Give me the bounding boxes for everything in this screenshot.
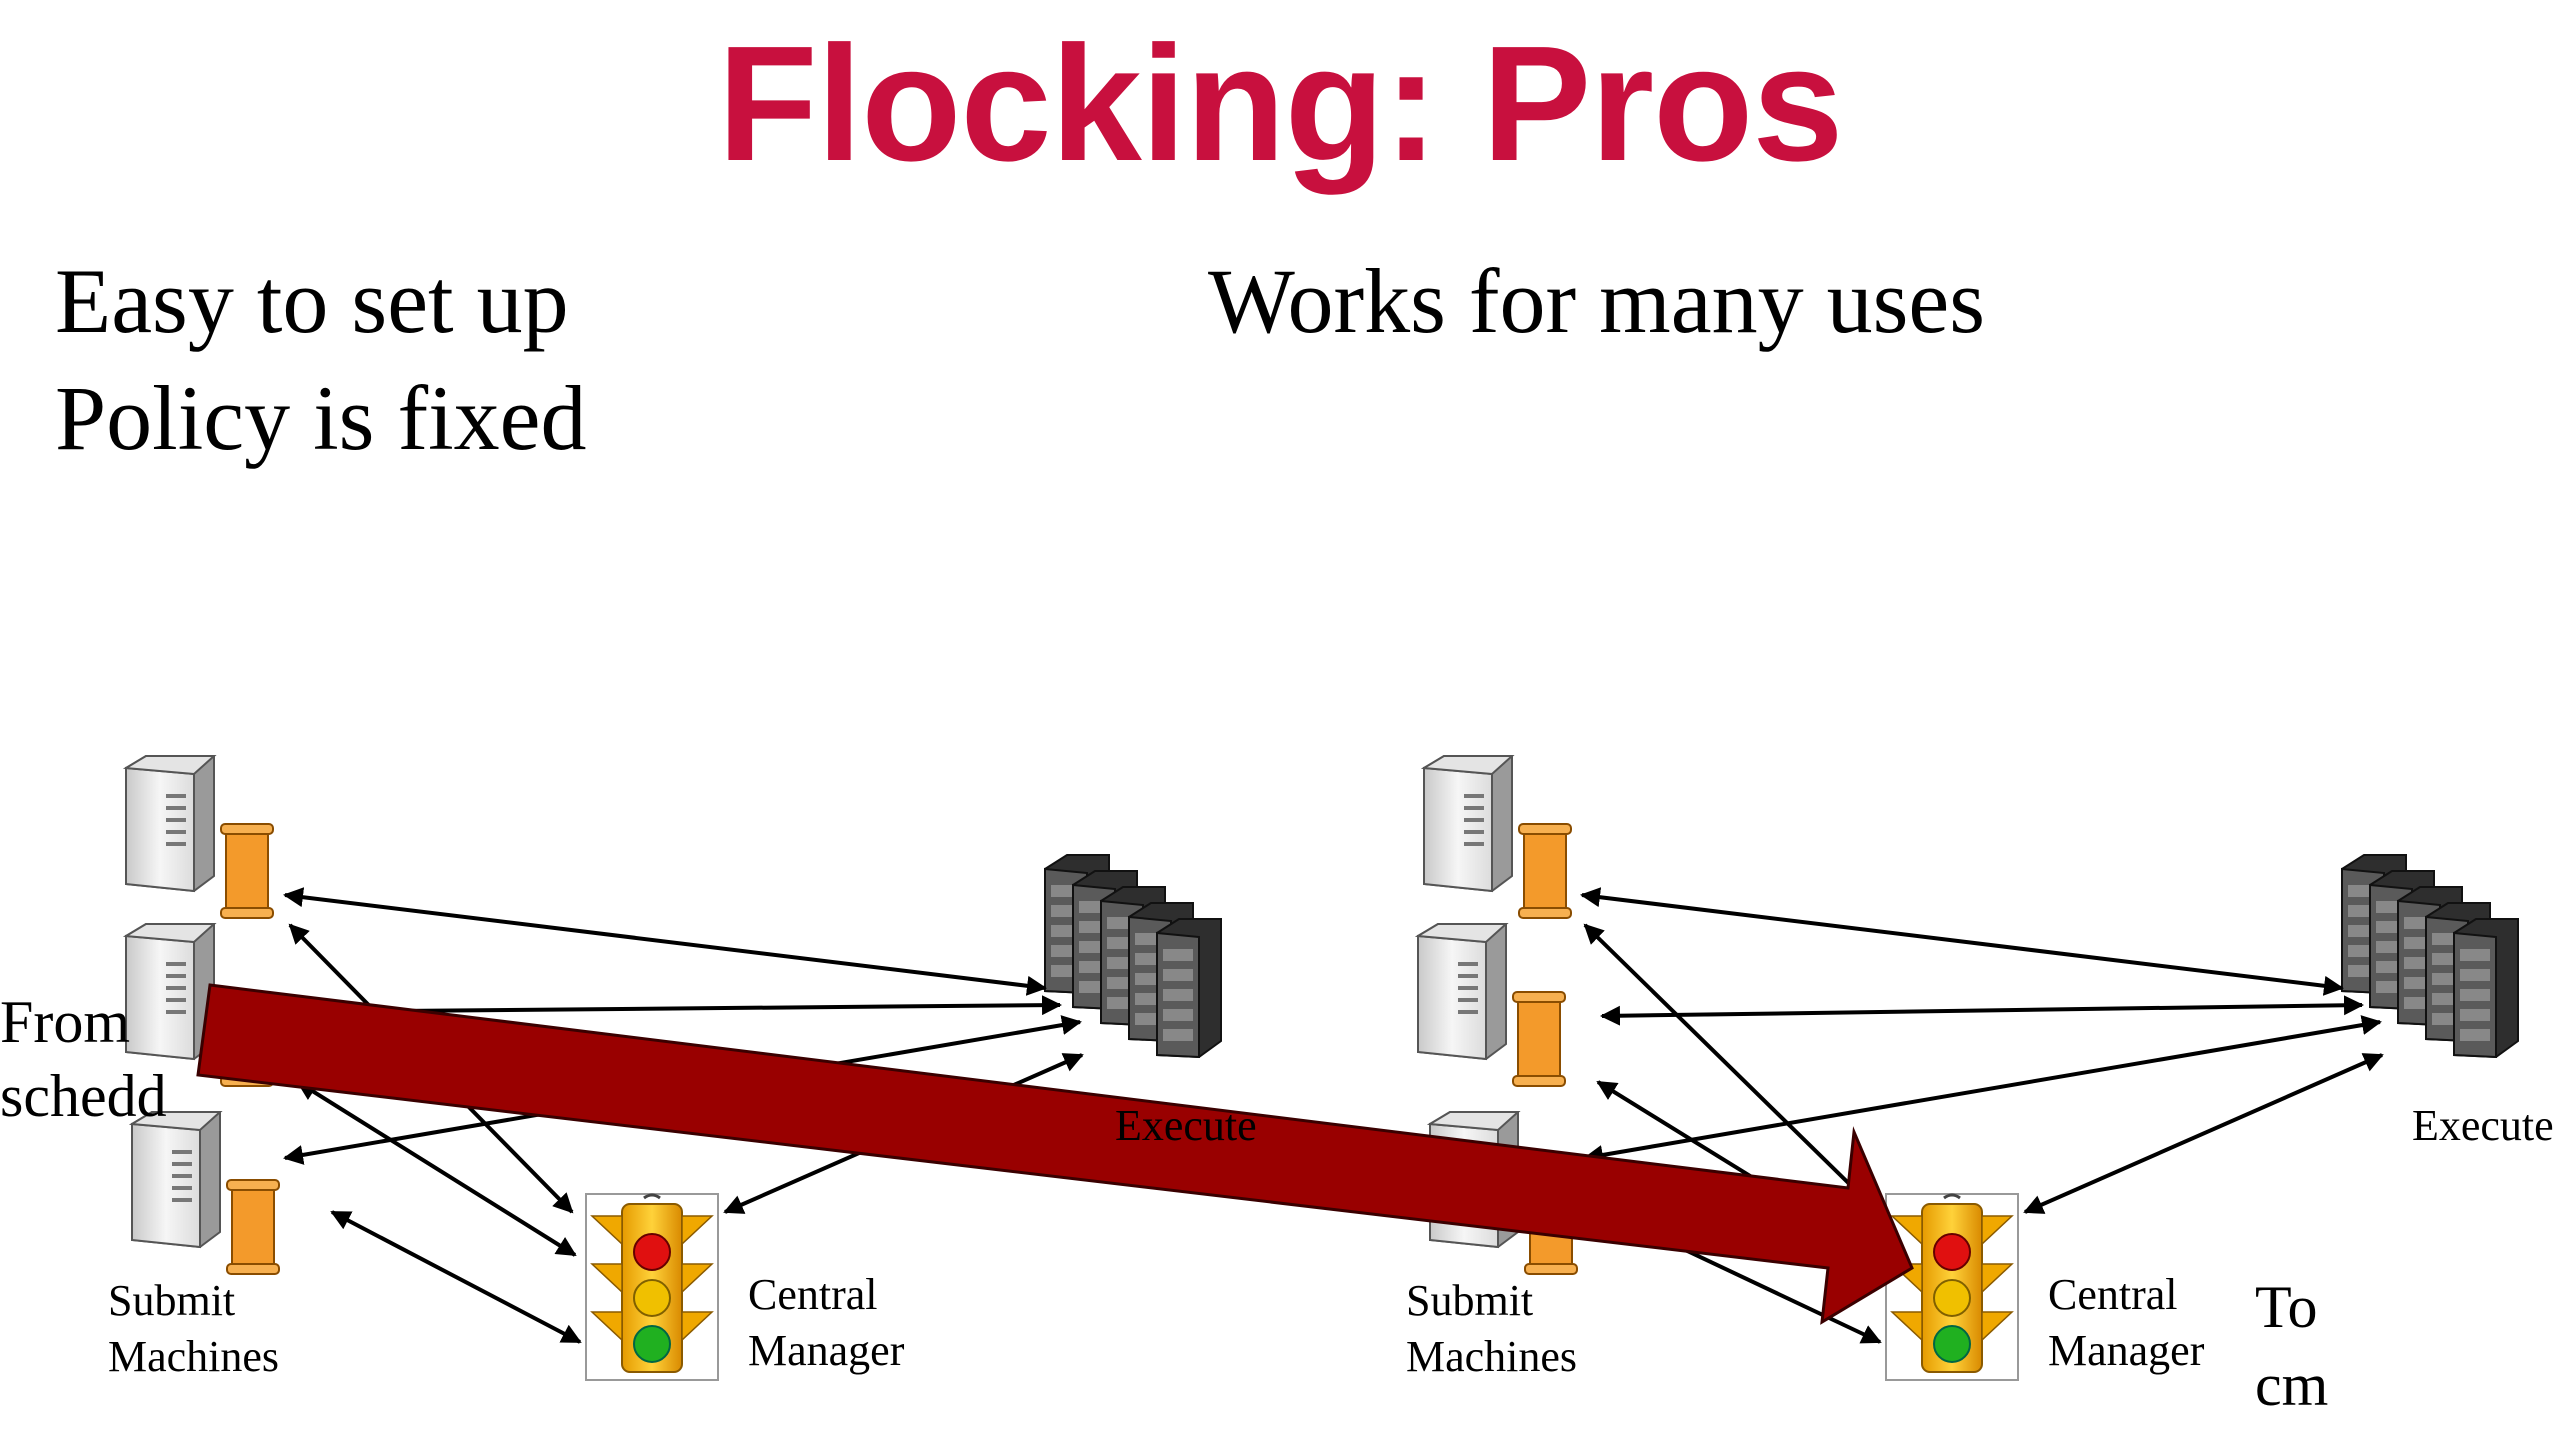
right-cm-label-line1: Central: [2048, 1270, 2178, 1319]
from-schedd-label-line1: From: [0, 989, 131, 1055]
bullet-works-many-uses: Works for many uses: [1208, 250, 1986, 352]
right-central-manager-icon: [1884, 1192, 2020, 1382]
left-execute-cluster-icon: [1045, 855, 1221, 1057]
left-submit-machine-1-icon: [125, 755, 274, 919]
left-submit-label-line2: Machines: [108, 1332, 280, 1381]
left-submit-machine-3-icon: [131, 1111, 280, 1275]
left-submit-label-line1: Submit: [108, 1276, 236, 1325]
right-execute-cluster-icon: [2342, 855, 2518, 1057]
slide-title: Flocking: Pros: [717, 12, 1843, 195]
right-submit-machine-2-icon: [1417, 923, 1566, 1087]
bullet-easy-setup: Easy to set up: [55, 250, 569, 352]
left-cm-label-line1: Central: [748, 1270, 878, 1319]
left-central-manager-icon: [584, 1192, 720, 1382]
left-execute-label: Execute: [1115, 1101, 1257, 1150]
right-execute-label: Execute: [2412, 1101, 2554, 1150]
from-schedd-label-line2: schedd: [0, 1063, 167, 1129]
bullet-policy-fixed: Policy is fixed: [55, 367, 587, 469]
right-submit-label-line2: Machines: [1406, 1332, 1578, 1381]
to-cm-label-line2: cm: [2255, 1352, 2329, 1418]
flock-arrow: [196, 983, 1914, 1325]
right-pool: [1417, 755, 2518, 1382]
right-submit-label-line1: Submit: [1406, 1276, 1534, 1325]
right-cm-label-line2: Manager: [2048, 1326, 2205, 1375]
right-submit-machine-1-icon: [1423, 755, 1572, 919]
to-cm-label-line1: To: [2255, 1274, 2318, 1340]
left-cm-label-line2: Manager: [748, 1326, 905, 1375]
